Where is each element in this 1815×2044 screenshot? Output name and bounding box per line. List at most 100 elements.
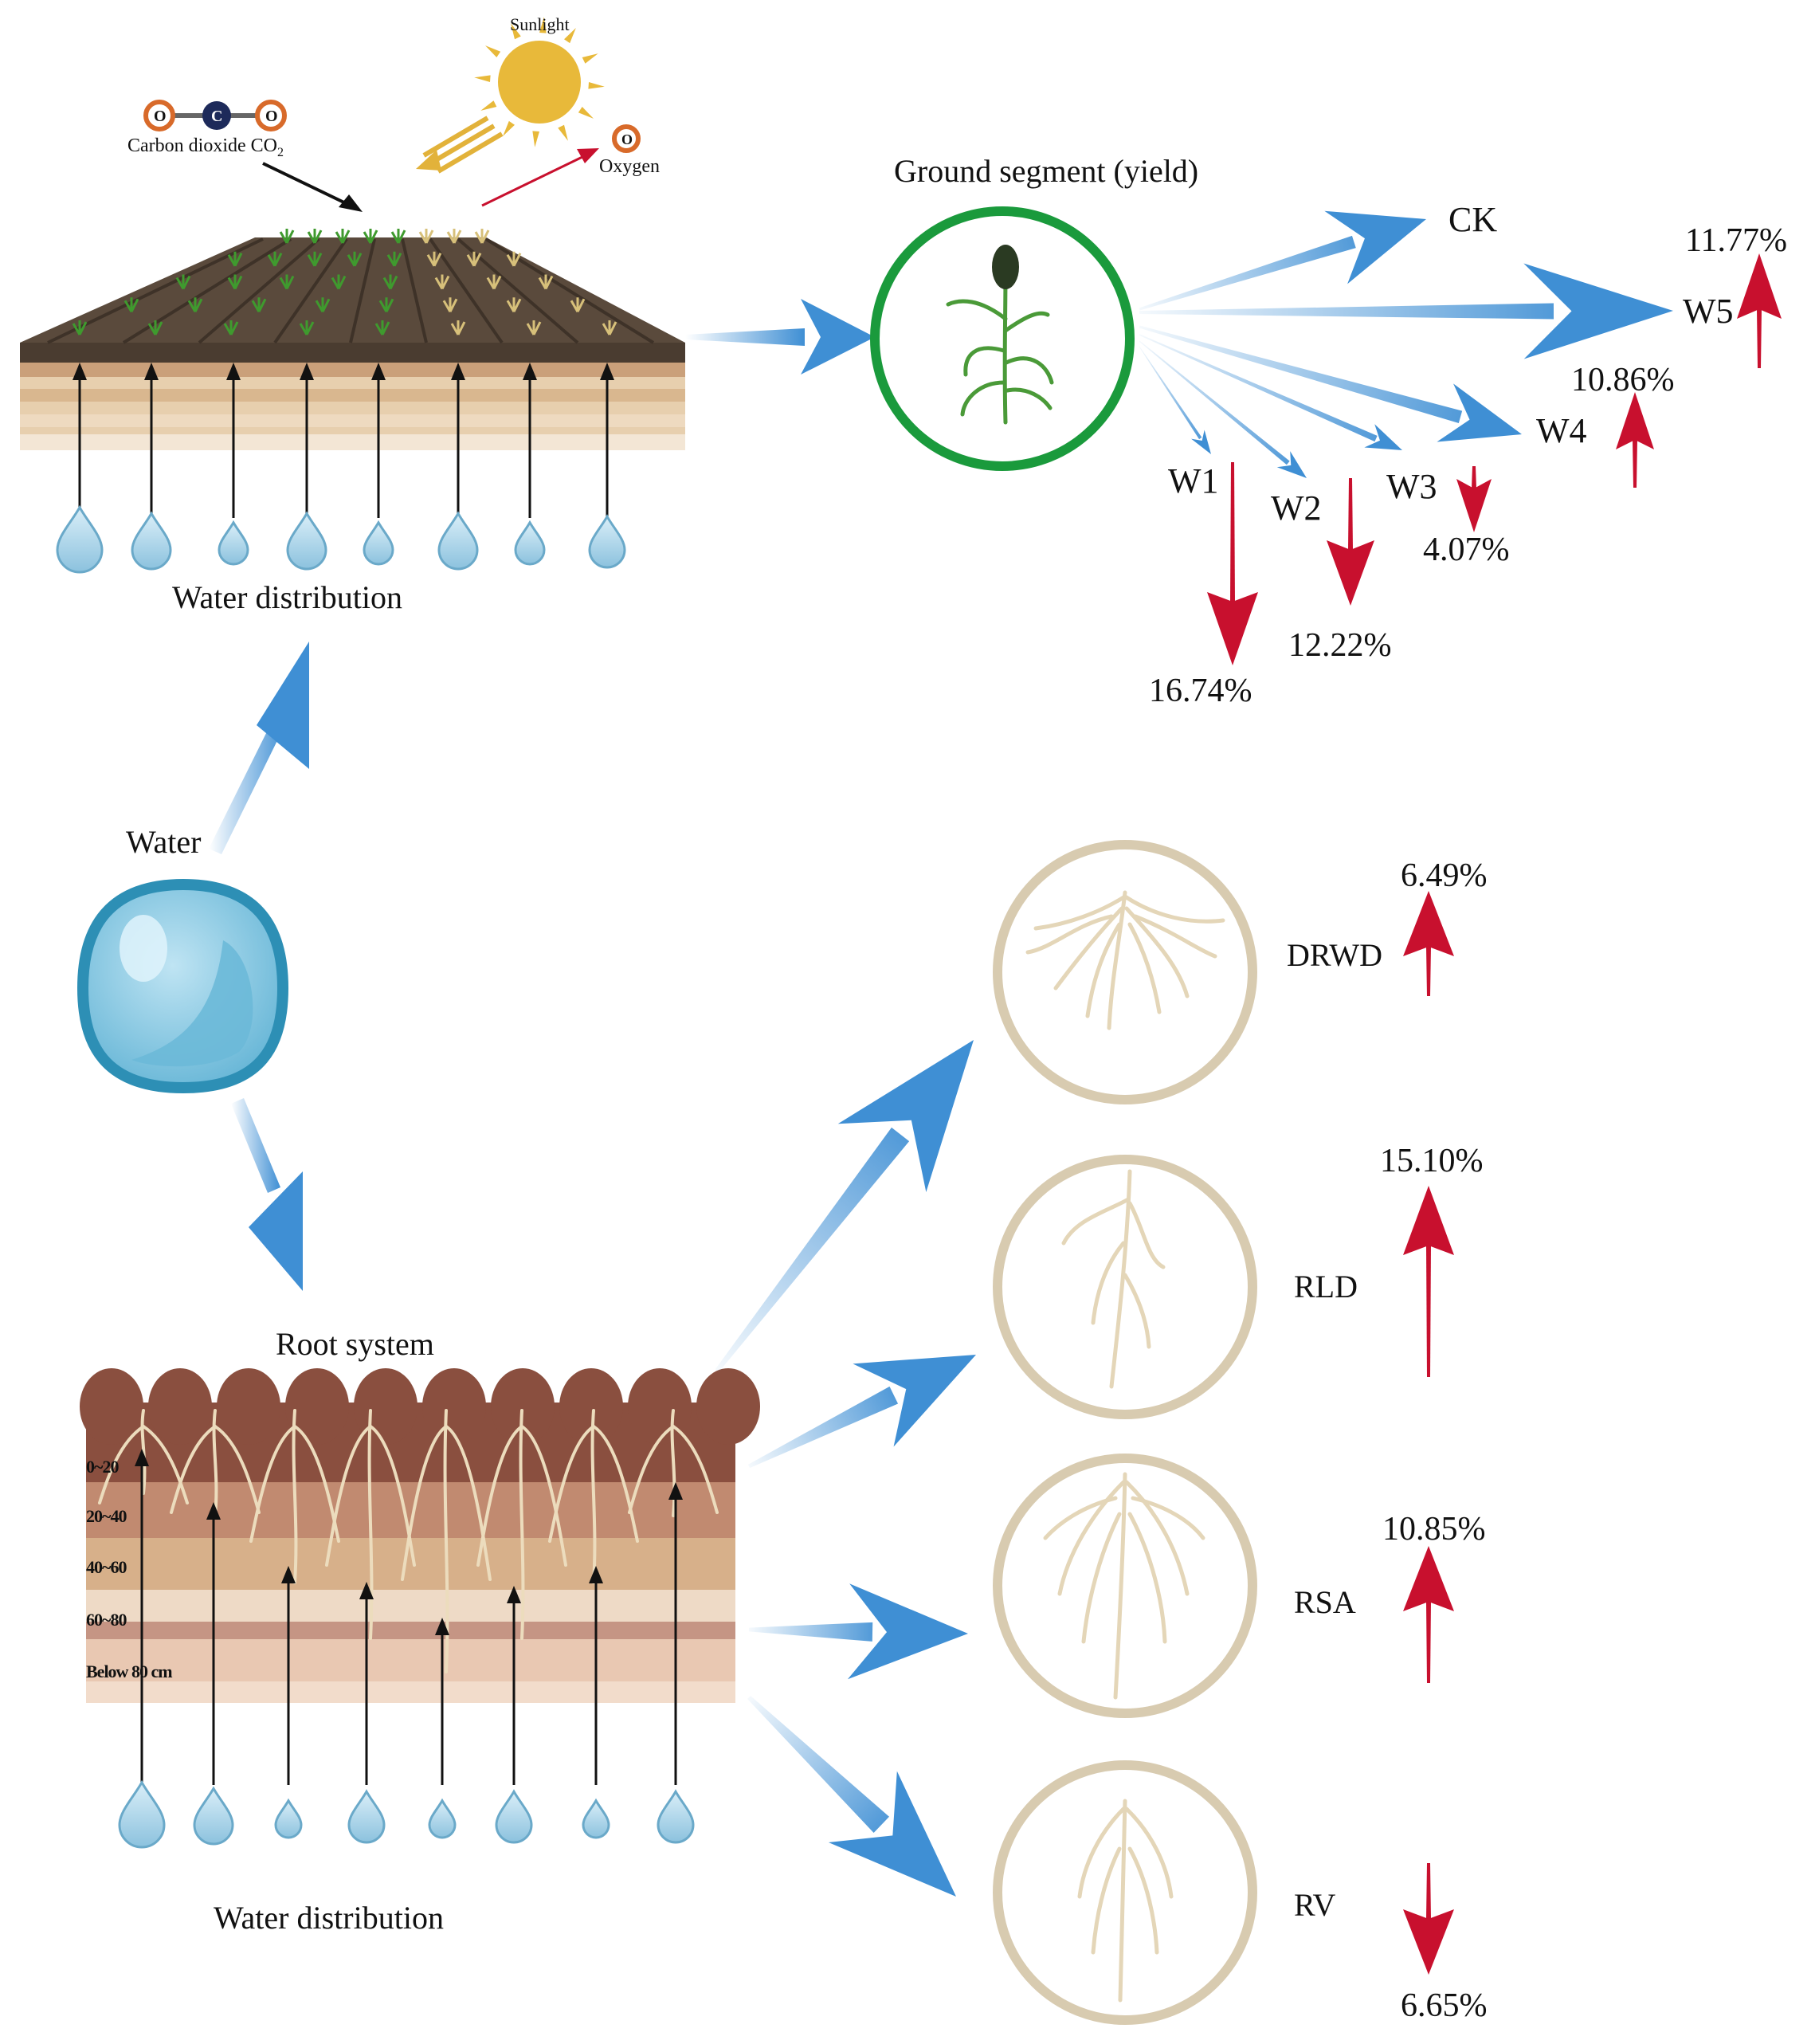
crop-seedling-icon [450,320,466,335]
yield-arrow-w4-shaft [1139,325,1463,424]
water-label: Water [126,824,202,860]
co2-molecule-icon: O C O [143,100,287,131]
treatment-w1-label: W1 [1168,461,1219,500]
sunlight-label: Sunlight [510,14,570,34]
treatment-w4-change: 10.86% [1571,362,1675,398]
root-rld-icon [1061,1169,1166,1389]
crop-seedling-icon [72,320,88,335]
crop-seedling-icon [307,251,323,267]
root-water-arrows [135,1449,683,1785]
soil-profile-illustration [80,1368,760,1703]
crop-seedling-icon [147,320,163,335]
water-drop-icon [428,1798,457,1839]
rld-up-arrow-shaft [1426,1246,1431,1377]
root-water-drops [118,1779,695,1849]
yield-w5-up-arrow-head [1737,253,1782,319]
water-up-arrowhead [135,1449,149,1466]
root-strand [628,1425,675,1514]
water-drop-icon [363,520,394,566]
indicator-rsa-circle [993,1454,1257,1718]
crop-seedling-icon [374,320,390,335]
soil-bump [696,1368,760,1445]
rsa-up-arrow-head [1403,1546,1454,1611]
sun-ray [539,17,547,33]
water-drop-icon [588,514,626,569]
soil-bump [628,1368,692,1445]
root-strand [369,1425,416,1567]
yield-w4-up-arrow-head [1616,392,1654,449]
root-rv-icon [1077,1799,1174,2003]
sun-ray [588,82,605,89]
treatment-w5-change: 11.77% [1685,222,1787,259]
crop-seedling-icon [315,297,331,312]
root-strand [519,1409,525,1640]
drwd-up-arrow-head [1403,891,1454,956]
yield-arrow-ck-head [1324,210,1426,284]
crop-seedling-icon [418,229,434,244]
sunlight-rays-icon [416,116,504,174]
root-strand [401,1425,448,1581]
root-arrow-rld-head [853,1355,976,1447]
water-up-arrowhead [226,363,241,380]
crop-seedling-icon [570,297,586,312]
root-arrow-rld-shaft [747,1386,899,1469]
root-strand [592,1425,639,1543]
root-arrow-rsa-shaft [748,1622,873,1642]
crop-seedling-icon [390,229,406,244]
treatment-w1-change: 16.74% [1149,673,1252,709]
crop-seedling-icon [434,274,450,290]
field-furrow [198,237,320,344]
soil-bump [148,1368,212,1445]
root-strand [445,1425,492,1581]
water-up-arrowhead [300,363,314,380]
crop-seedling-icon [486,274,502,290]
yield-arrow-w2-head [1276,451,1307,478]
indicator-drwd-change: 6.49% [1401,857,1488,894]
indicator-rsa-change: 10.85% [1382,1511,1486,1548]
treatment-w4-label: W4 [1536,411,1587,450]
root-strand [214,1425,261,1514]
rld-up-arrow-head [1403,1186,1454,1255]
water-to-roots-arrow [231,1098,303,1291]
root-strand [476,1425,523,1567]
root-arrow-rv-shaft [747,1695,889,1833]
yield-w1-down-arrow-head [1207,592,1258,665]
sun-ray [582,53,598,64]
crop-seedling-icon [474,229,490,244]
yield-w4-up-arrow-shaft [1633,440,1637,488]
yield-arrow-ck-shaft [1139,235,1356,311]
field-to-ground-arrow [685,299,875,375]
indicator-rsa-label: RSA [1294,1584,1356,1620]
water-up-arrowhead [281,1566,296,1583]
water-up-arrowhead [600,363,614,380]
crop-seedling-icon [123,297,139,312]
yield-w1-down-arrow-shaft [1230,462,1235,602]
root-strand [590,1409,597,1584]
water-up-arrowhead [523,363,537,380]
indicator-change-arrows [1403,891,1454,1975]
co2-o2-symbol: O [265,108,278,125]
oxygen-molecule-icon: O [612,124,641,153]
water-drop-icon [286,511,327,571]
water-drop-icon [437,511,479,571]
soil-layer-below-80: Below 80 cm [86,1661,172,1681]
crop-seedling-icon [335,229,351,244]
crop-seedling-icon [526,320,542,335]
root-strand [325,1425,372,1567]
oxygen-arrow [481,148,599,207]
sun-ray [564,28,576,44]
root-strand [548,1425,595,1543]
sun-ray [474,75,491,82]
indicator-rld-circle [993,1155,1257,1419]
water-up-arrowhead [507,1586,521,1603]
crop-seedling-icon [446,229,462,244]
root-strand [98,1425,145,1505]
treatment-ck-label: CK [1448,200,1497,239]
field-water-distribution-label: Water distribution [172,579,402,615]
crop-seedling-icon [466,251,482,267]
water-up-arrowhead [435,1618,449,1635]
soil-bump [559,1368,623,1445]
treatment-w5-label: W5 [1683,292,1734,331]
ground-title: Ground segment (yield) [894,153,1198,189]
yield-arrow-w5-shaft [1139,303,1554,320]
